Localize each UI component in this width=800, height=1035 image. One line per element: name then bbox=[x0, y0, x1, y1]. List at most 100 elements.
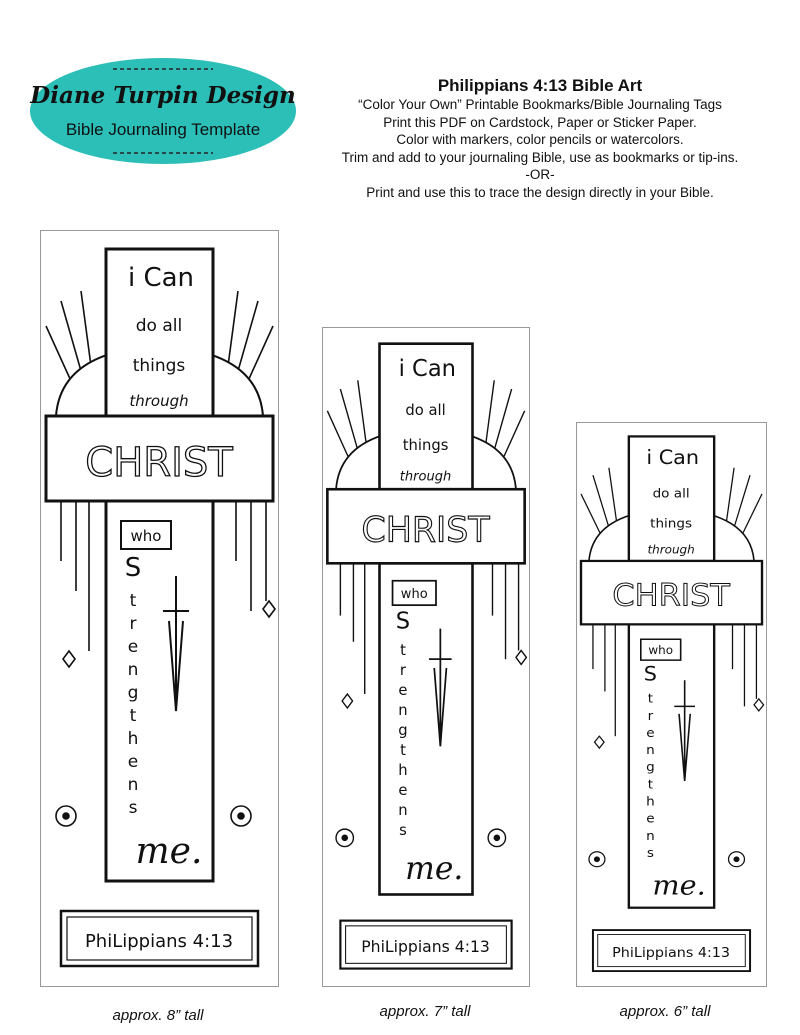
who-sign bbox=[391, 579, 437, 607]
logo-badge bbox=[30, 58, 296, 164]
sun-rays bbox=[580, 467, 763, 536]
flower-icon bbox=[727, 851, 746, 868]
text-christ: CHRIST bbox=[362, 510, 491, 550]
text-things: things bbox=[650, 517, 692, 531]
cross-top bbox=[104, 247, 215, 418]
flower-icon bbox=[588, 851, 606, 868]
sword-icon bbox=[163, 576, 189, 712]
flower-icon bbox=[487, 828, 507, 848]
strengthens-letter: t bbox=[648, 692, 653, 706]
strengthens-letter: S bbox=[125, 553, 142, 583]
reference-plaque bbox=[591, 929, 752, 973]
strengthens-letter: n bbox=[398, 802, 407, 819]
instruction-line: “Color Your Own” Printable Bookmarks/Bib… bbox=[358, 97, 722, 112]
strengthens-letter: g bbox=[646, 761, 655, 775]
strengthens-letter: g bbox=[398, 722, 407, 739]
reference-plaque bbox=[339, 919, 513, 970]
strengthens-letter: n bbox=[398, 702, 407, 719]
christ-banner bbox=[326, 487, 526, 565]
text-who: who bbox=[648, 644, 673, 658]
strengthens-letter: n bbox=[646, 743, 655, 757]
strengthens-letter: e bbox=[398, 682, 407, 699]
text-me: me. bbox=[136, 831, 203, 872]
reference-plaque bbox=[59, 909, 260, 968]
text-reference: PhiLippians 4:13 bbox=[361, 937, 490, 956]
strengthens-letter: e bbox=[646, 726, 654, 740]
text-through: through bbox=[129, 392, 188, 410]
bookmark-artwork: i Can do all things through CHRIST who S… bbox=[44, 247, 276, 968]
strengthens-letter: s bbox=[399, 822, 407, 839]
strengthens-letter: t bbox=[400, 742, 406, 759]
sun-rays bbox=[326, 380, 526, 460]
text-me: me. bbox=[405, 851, 463, 887]
strengthens-letter: g bbox=[128, 683, 139, 703]
sword-icon bbox=[674, 680, 696, 781]
strengthens-letter: s bbox=[647, 846, 654, 860]
hanging-charms bbox=[592, 624, 765, 750]
text-do-all: do all bbox=[136, 316, 182, 336]
instructions: Philippians 4:13 Bible Art “Color Your O… bbox=[310, 76, 770, 202]
cross-post bbox=[104, 499, 215, 883]
strengthens-letter: S bbox=[644, 662, 657, 685]
instruction-line: Color with markers, color pencils or wat… bbox=[396, 132, 684, 148]
bookmark-artwork: i Can do all things through CHRIST who S… bbox=[579, 435, 765, 973]
bookmark-caption: approx. 7” tall bbox=[379, 1003, 471, 1020]
text-me: me. bbox=[652, 869, 705, 901]
cross-post bbox=[378, 562, 474, 896]
strengthens-letter: t bbox=[648, 778, 653, 792]
strengthens-letter: r bbox=[648, 709, 654, 723]
text-things: things bbox=[133, 356, 186, 376]
strengthens-letter: e bbox=[398, 782, 407, 799]
strengthens-letter: e bbox=[128, 752, 138, 772]
strengthens-letter: t bbox=[400, 642, 406, 659]
hanging-charms bbox=[339, 563, 528, 710]
flower-icon bbox=[55, 805, 77, 827]
text-who: who bbox=[131, 527, 162, 545]
text-through: through bbox=[400, 470, 451, 485]
strengthens-letter: t bbox=[130, 591, 137, 611]
bookmark-8in: i Can do all things through CHRIST who S… bbox=[40, 230, 279, 987]
text-christ: CHRIST bbox=[85, 440, 233, 486]
bookmark-7in: i Can do all things through CHRIST who S… bbox=[322, 327, 530, 987]
logo-brand: Diane Turpin Design bbox=[30, 82, 296, 109]
bookmark-caption: approx. 6” tall bbox=[619, 1003, 711, 1020]
flower-icon bbox=[230, 805, 252, 827]
bookmark-caption: approx. 8” tall bbox=[112, 1007, 204, 1024]
cross-post bbox=[627, 623, 716, 909]
strengthens-letter: h bbox=[128, 729, 139, 749]
text-things: things bbox=[403, 437, 449, 454]
strengthens-letter: e bbox=[646, 812, 654, 826]
instruction-line: Print this PDF on Cardstock, Paper or St… bbox=[383, 114, 697, 130]
logo: Diane Turpin Design Bible Journaling Tem… bbox=[28, 56, 298, 166]
who-sign bbox=[640, 638, 682, 661]
christ-banner bbox=[579, 559, 764, 626]
sun-rays bbox=[45, 290, 274, 382]
strengthens-letter: n bbox=[646, 829, 655, 843]
bookmark-artwork: i Can do all things through CHRIST who S… bbox=[326, 342, 528, 970]
text-i-can: i Can bbox=[128, 263, 194, 293]
bookmark-6in: i Can do all things through CHRIST who S… bbox=[576, 422, 767, 987]
text-i-can: i Can bbox=[646, 446, 699, 469]
strengthens-letter: t bbox=[130, 706, 137, 726]
text-do-all: do all bbox=[405, 402, 445, 419]
text-do-all: do all bbox=[653, 487, 690, 501]
text-reference: PhiLippians 4:13 bbox=[85, 931, 233, 952]
christ-banner bbox=[44, 414, 275, 503]
strengthens-letter: h bbox=[398, 762, 407, 779]
strengthens-letter: n bbox=[128, 775, 139, 795]
text-christ: CHRIST bbox=[612, 579, 730, 614]
who-sign bbox=[120, 520, 172, 550]
cross-top bbox=[378, 342, 474, 491]
flower-icon bbox=[335, 828, 355, 848]
sword-icon bbox=[429, 628, 452, 747]
strengthens-letter: h bbox=[646, 795, 655, 809]
text-through: through bbox=[647, 543, 694, 557]
instruction-line: -OR- bbox=[525, 167, 555, 183]
page-title: Philippians 4:13 Bible Art bbox=[437, 76, 643, 95]
strengthens-letter: e bbox=[128, 637, 138, 657]
text-who: who bbox=[401, 587, 428, 602]
cross-top bbox=[627, 435, 716, 563]
text-i-can: i Can bbox=[399, 356, 456, 382]
